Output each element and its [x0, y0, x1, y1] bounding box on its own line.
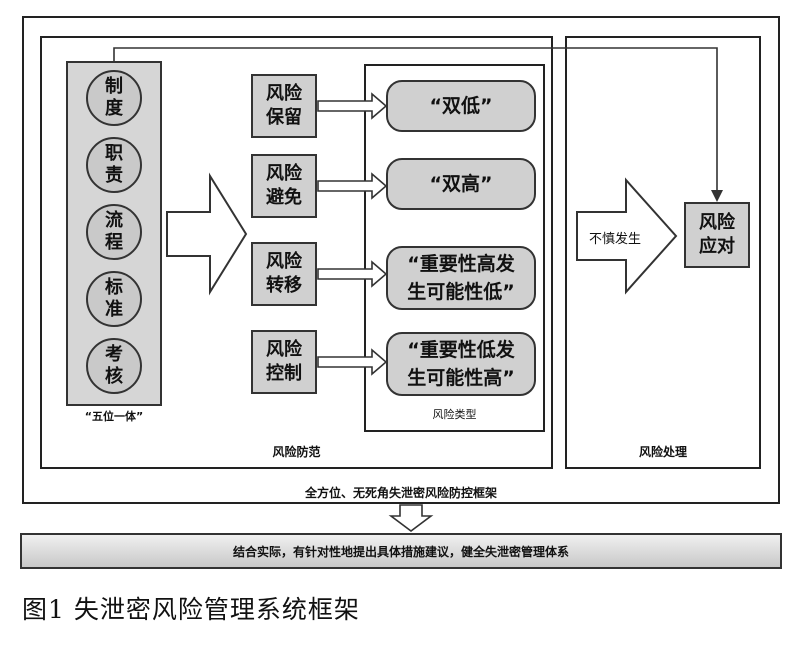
connector-arrowhead	[711, 190, 723, 202]
strategy-avoidance: 风险 避免	[251, 154, 317, 218]
arrow-avoidance-to-double-high	[317, 172, 388, 200]
down-arrow-to-bottom-bar	[388, 504, 434, 532]
risk-prevention-area	[40, 36, 553, 469]
risk-types-frame	[364, 64, 545, 432]
outer-framework-frame	[22, 16, 780, 504]
strategy-transfer: 风险 转移	[251, 242, 317, 306]
big-arrow-to-strategies	[166, 172, 248, 296]
arrow-control-to-type4	[317, 348, 388, 376]
bottom-recommendation-text: 结合实际，有针对性地提出具体措施建议，健全失泄密管理体系	[232, 544, 569, 559]
strategy-control: 风险 控制	[251, 330, 317, 394]
element-process: 流 程	[86, 204, 142, 260]
arrow-transfer-to-type3	[317, 260, 388, 288]
risk-handling-area	[565, 36, 761, 469]
connector-to-risk-response	[113, 47, 718, 197]
element-responsibility: 职 责	[86, 137, 142, 193]
strategy-retention: 风险 保留	[251, 74, 317, 138]
element-system: 制 度	[86, 70, 142, 126]
bottom-recommendation-bar: 结合实际，有针对性地提出具体措施建议，健全失泄密管理体系	[20, 533, 782, 569]
element-standard: 标 准	[86, 271, 142, 327]
five-in-one-label: “五位一体”	[84, 410, 144, 423]
risk-types-label: 风险类型	[432, 408, 477, 421]
accidental-occurrence-arrow	[576, 177, 678, 295]
risk-type-high-importance-low-probability: “重要性高发 生可能性低”	[386, 246, 536, 310]
risk-type-low-importance-high-probability: “重要性低发 生可能性高”	[386, 332, 536, 396]
risk-prevention-label: 风险防范	[272, 445, 321, 459]
risk-handling-label: 风险处理	[638, 445, 687, 459]
risk-type-double-low: “双低”	[386, 80, 536, 132]
accidental-occurrence-label: 不慎发生	[588, 232, 641, 247]
figure-caption: 图1 失泄密风险管理系统框架	[22, 595, 360, 624]
element-assessment: 考 核	[86, 338, 142, 394]
arrow-retention-to-double-low	[317, 92, 388, 120]
outer-framework-label: 全方位、无死角失泄密风险防控框架	[304, 486, 497, 500]
risk-type-double-high: “双高”	[386, 158, 536, 210]
risk-response-box: 风险 应对	[684, 202, 750, 268]
